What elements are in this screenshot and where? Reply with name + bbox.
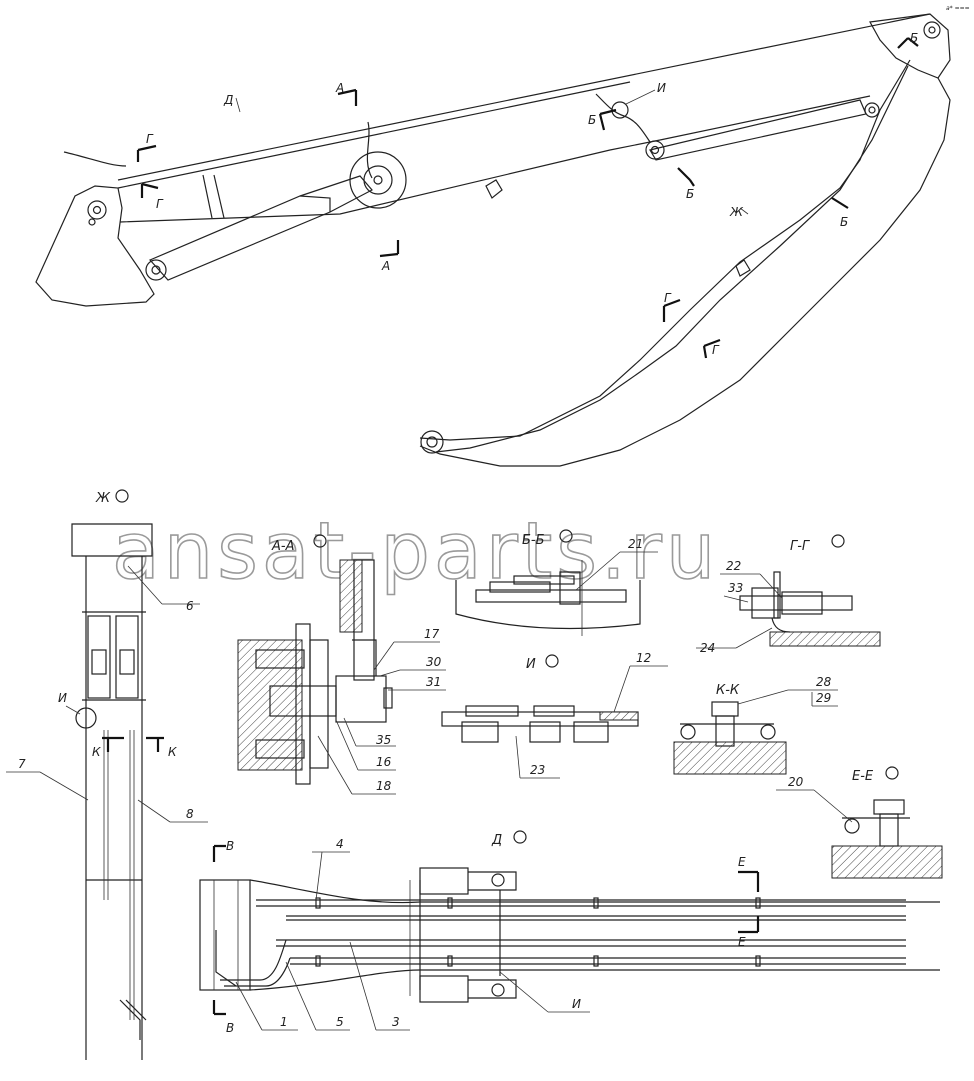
svg-text:Г: Г (156, 197, 164, 211)
svg-text:22: 22 (726, 559, 741, 573)
svg-text:А: А (381, 259, 390, 273)
view-title-kk: К-К (716, 683, 740, 698)
view-d: Д (199, 830, 940, 1035)
view-title-gg: Г-Г (790, 539, 811, 554)
label-i-top: И (657, 81, 666, 95)
boom-arm-main-view: И Г Г Д А А Б Б Б Б (35, 13, 951, 467)
svg-text:30: 30 (426, 655, 442, 669)
view-gg: Г-Г 22 33 24 (696, 534, 881, 655)
svg-text:Б: Б (840, 215, 848, 229)
svg-text:29: 29 (816, 691, 831, 705)
view-zh: Ж К К И 6 7 8 (6, 489, 208, 1060)
view-aa: А-А 17 30 31 35 16 18 (237, 534, 446, 795)
svg-text:Д: Д (223, 93, 233, 107)
svg-text:18: 18 (376, 779, 392, 793)
svg-text:24: 24 (700, 641, 715, 655)
view-title-bb: Б-Б (522, 533, 545, 548)
svg-text:И: И (572, 997, 581, 1011)
svg-text:А: А (335, 81, 344, 95)
svg-text:Е: Е (738, 935, 746, 949)
svg-text:В: В (226, 839, 234, 853)
svg-text:8: 8 (186, 807, 194, 821)
svg-text:6: 6 (186, 599, 194, 613)
svg-text:5: 5 (336, 1015, 344, 1029)
view-title-zh: Ж (95, 491, 111, 506)
svg-text:Г: Г (664, 291, 672, 305)
svg-text:7: 7 (18, 757, 26, 771)
svg-text:12: 12 (636, 651, 651, 665)
svg-text:4: 4 (336, 837, 344, 851)
watermark: ansat-parts.ru (112, 507, 719, 597)
svg-text:Б: Б (686, 187, 694, 201)
view-title-d: Д (491, 833, 502, 848)
view-ee: Е-Е 20 (776, 766, 943, 879)
svg-text:Ж: Ж (729, 205, 744, 219)
svg-text:33: 33 (728, 581, 743, 595)
view-title-i: И (526, 657, 536, 672)
view-title-aa: А-А (271, 539, 294, 554)
svg-text:31: 31 (426, 675, 441, 689)
view-title-ee: Е-Е (852, 769, 874, 784)
svg-text:Б: Б (910, 31, 918, 45)
section-markers-top: Г Г Д А А Б Б Б Б Ж Г (136, 31, 919, 359)
svg-text:Б: Б (588, 113, 596, 127)
svg-text:23: 23 (530, 763, 545, 777)
svg-text:16: 16 (376, 755, 392, 769)
svg-text:20: 20 (788, 775, 804, 789)
view-i: И 12 23 (441, 651, 668, 779)
svg-text:35: 35 (376, 733, 391, 747)
view-bb: Б-Б 21 (455, 529, 658, 636)
svg-text:В: В (226, 1021, 234, 1035)
pipe-clamps (315, 897, 761, 967)
svg-text:17: 17 (424, 627, 440, 641)
svg-text:Г: Г (712, 343, 720, 357)
svg-text:1: 1 (280, 1015, 288, 1029)
corner-mark: а* === (946, 5, 970, 12)
svg-text:Г: Г (146, 132, 154, 146)
svg-text:К: К (168, 745, 177, 759)
svg-text:28: 28 (816, 675, 832, 689)
svg-text:Е: Е (738, 855, 746, 869)
svg-text:21: 21 (628, 537, 643, 551)
svg-text:3: 3 (392, 1015, 400, 1029)
view-kk: К-К 28 29 (673, 675, 838, 775)
label-i-left: И (58, 691, 67, 705)
svg-text:К: К (92, 745, 101, 759)
